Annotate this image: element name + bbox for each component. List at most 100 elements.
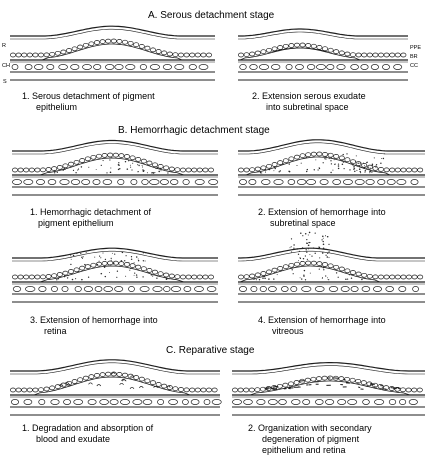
hemorrhage-dot bbox=[155, 167, 157, 170]
choroid-vessel bbox=[63, 399, 72, 405]
hemorrhage-dot bbox=[322, 267, 325, 269]
choroid-vessel bbox=[360, 64, 369, 70]
choroid-vessel bbox=[396, 179, 407, 185]
hemorrhage-dot bbox=[156, 166, 159, 169]
pigment-epithelium-cell bbox=[110, 38, 117, 44]
hemorrhage-dot bbox=[133, 274, 135, 276]
pigment-epithelium-cell bbox=[191, 274, 198, 280]
choroid-vessel bbox=[190, 399, 200, 405]
choroid-vessel bbox=[296, 179, 307, 185]
pigment-epithelium-cell bbox=[144, 378, 151, 384]
pigment-epithelium-cell bbox=[372, 166, 379, 171]
pigment-epithelium-cell bbox=[237, 387, 244, 393]
pigment-epithelium-cell bbox=[238, 167, 244, 173]
pigment-epithelium-cell bbox=[400, 387, 406, 393]
pigment-epithelium-cell bbox=[40, 274, 46, 280]
choroid-vessel bbox=[114, 286, 124, 292]
hemorrhage-dot bbox=[104, 258, 107, 261]
panel-a1-serous-detachment bbox=[10, 25, 215, 81]
choroid-vessel bbox=[125, 64, 136, 70]
caption-c2-line3: epithelium and retina bbox=[262, 445, 346, 455]
pigment-epithelium-cell bbox=[206, 387, 212, 393]
pigment-epithelium-cell bbox=[38, 387, 44, 393]
choroid-vessel bbox=[281, 286, 289, 292]
pigment-epithelium-cell bbox=[194, 52, 201, 58]
vitreous-hemorrhage-dot bbox=[322, 237, 324, 239]
pigment-epithelium-cell bbox=[249, 51, 256, 57]
pigment-epithelium-cell bbox=[322, 262, 328, 267]
pigment-epithelium-cell bbox=[105, 38, 112, 44]
vitreous-hemorrhage-dot bbox=[306, 238, 308, 241]
retina-inner-line bbox=[232, 365, 425, 375]
pigment-epithelium-cell bbox=[200, 52, 207, 58]
hemorrhage-dot bbox=[359, 162, 361, 164]
hemorrhage-dot bbox=[340, 159, 342, 161]
pigment-epithelium-cell bbox=[327, 152, 334, 158]
pigment-epithelium-cell bbox=[152, 162, 158, 168]
hemorrhage-dot bbox=[124, 160, 127, 163]
hemorrhage-dot bbox=[80, 166, 83, 168]
pigment-epithelium-cell bbox=[361, 272, 368, 278]
choroid-vessel bbox=[11, 64, 19, 70]
hemorrhage-dot bbox=[77, 169, 79, 171]
pigment-epithelium-cell bbox=[71, 379, 78, 384]
exudate-fragment bbox=[88, 382, 93, 385]
choroid-vessel bbox=[342, 179, 353, 185]
pigment-epithelium-cell bbox=[316, 261, 323, 266]
retina-inner-line bbox=[238, 31, 408, 40]
hemorrhage-dot bbox=[82, 256, 84, 258]
choroid-vessel bbox=[12, 286, 22, 292]
hemorrhage-dot bbox=[350, 277, 353, 279]
pigment-epithelium-cell bbox=[129, 263, 136, 268]
pigment-epithelium-cell bbox=[116, 39, 123, 44]
choroid-vessel bbox=[377, 179, 386, 185]
pigment-epithelium-cell bbox=[110, 371, 117, 377]
pigment-epithelium-cell bbox=[32, 52, 39, 58]
pigment-epithelium-cell bbox=[84, 264, 91, 269]
detachment-outline bbox=[239, 265, 381, 283]
hemorrhage-dot bbox=[81, 278, 83, 281]
choroid-vessel bbox=[306, 64, 316, 70]
choroid-vessel bbox=[362, 399, 370, 405]
caption-a1: 1. Serous detachment of pigment epitheli… bbox=[22, 91, 157, 112]
pigment-epithelium-cell bbox=[40, 167, 46, 173]
pigment-epithelium-cell bbox=[174, 274, 181, 280]
pigment-epithelium-cell bbox=[294, 154, 300, 160]
pigment-epithelium-cell bbox=[77, 44, 84, 50]
choroid-vessel bbox=[206, 286, 217, 292]
pigment-epithelium-cell bbox=[150, 380, 156, 385]
panel-a2-subretinal-exudate bbox=[238, 28, 408, 81]
hemorrhage-dot bbox=[75, 278, 77, 280]
pigment-epithelium-cell bbox=[73, 159, 80, 165]
hemorrhage-dot bbox=[337, 276, 339, 278]
vitreous-hemorrhage-dot bbox=[298, 260, 299, 262]
pigment-epithelium-cell bbox=[99, 372, 106, 377]
pigment-epithelium-cell bbox=[243, 274, 250, 280]
pigment-epithelium-cell bbox=[299, 153, 306, 159]
hemorrhage-dot bbox=[111, 157, 113, 158]
pigment-epithelium-cell bbox=[310, 43, 317, 49]
hemorrhage-dot bbox=[144, 252, 146, 254]
vitreous-hemorrhage-dot bbox=[311, 255, 313, 257]
fibrous-tissue-streak bbox=[267, 387, 272, 389]
pigment-epithelium-cell bbox=[116, 372, 123, 377]
pigment-epithelium-cell bbox=[202, 167, 209, 173]
hemorrhage-dot bbox=[109, 171, 112, 174]
choroid-vessel bbox=[152, 286, 163, 292]
pigment-epithelium-cell bbox=[71, 46, 78, 52]
pigment-epithelium-cell bbox=[189, 387, 196, 393]
vitreous-hemorrhage-dot bbox=[296, 248, 299, 250]
choroid-vessel bbox=[261, 179, 271, 185]
choroid-vessel bbox=[94, 286, 103, 292]
caption-c2: 2. Organization with secondary degenerat… bbox=[248, 423, 374, 455]
pigment-epithelium-cell bbox=[321, 375, 328, 381]
hemorrhage-dot bbox=[107, 264, 109, 266]
pigment-epithelium-cell bbox=[322, 152, 328, 157]
hemorrhage-dot bbox=[276, 274, 278, 276]
hemorrhage-dot bbox=[67, 275, 69, 277]
hemorrhage-dot bbox=[168, 278, 170, 280]
hemorrhage-dot bbox=[328, 279, 330, 281]
fibrous-tissue-streak bbox=[265, 387, 269, 389]
pigment-epithelium-cell bbox=[15, 387, 22, 393]
pigment-epithelium-cell bbox=[56, 165, 63, 170]
